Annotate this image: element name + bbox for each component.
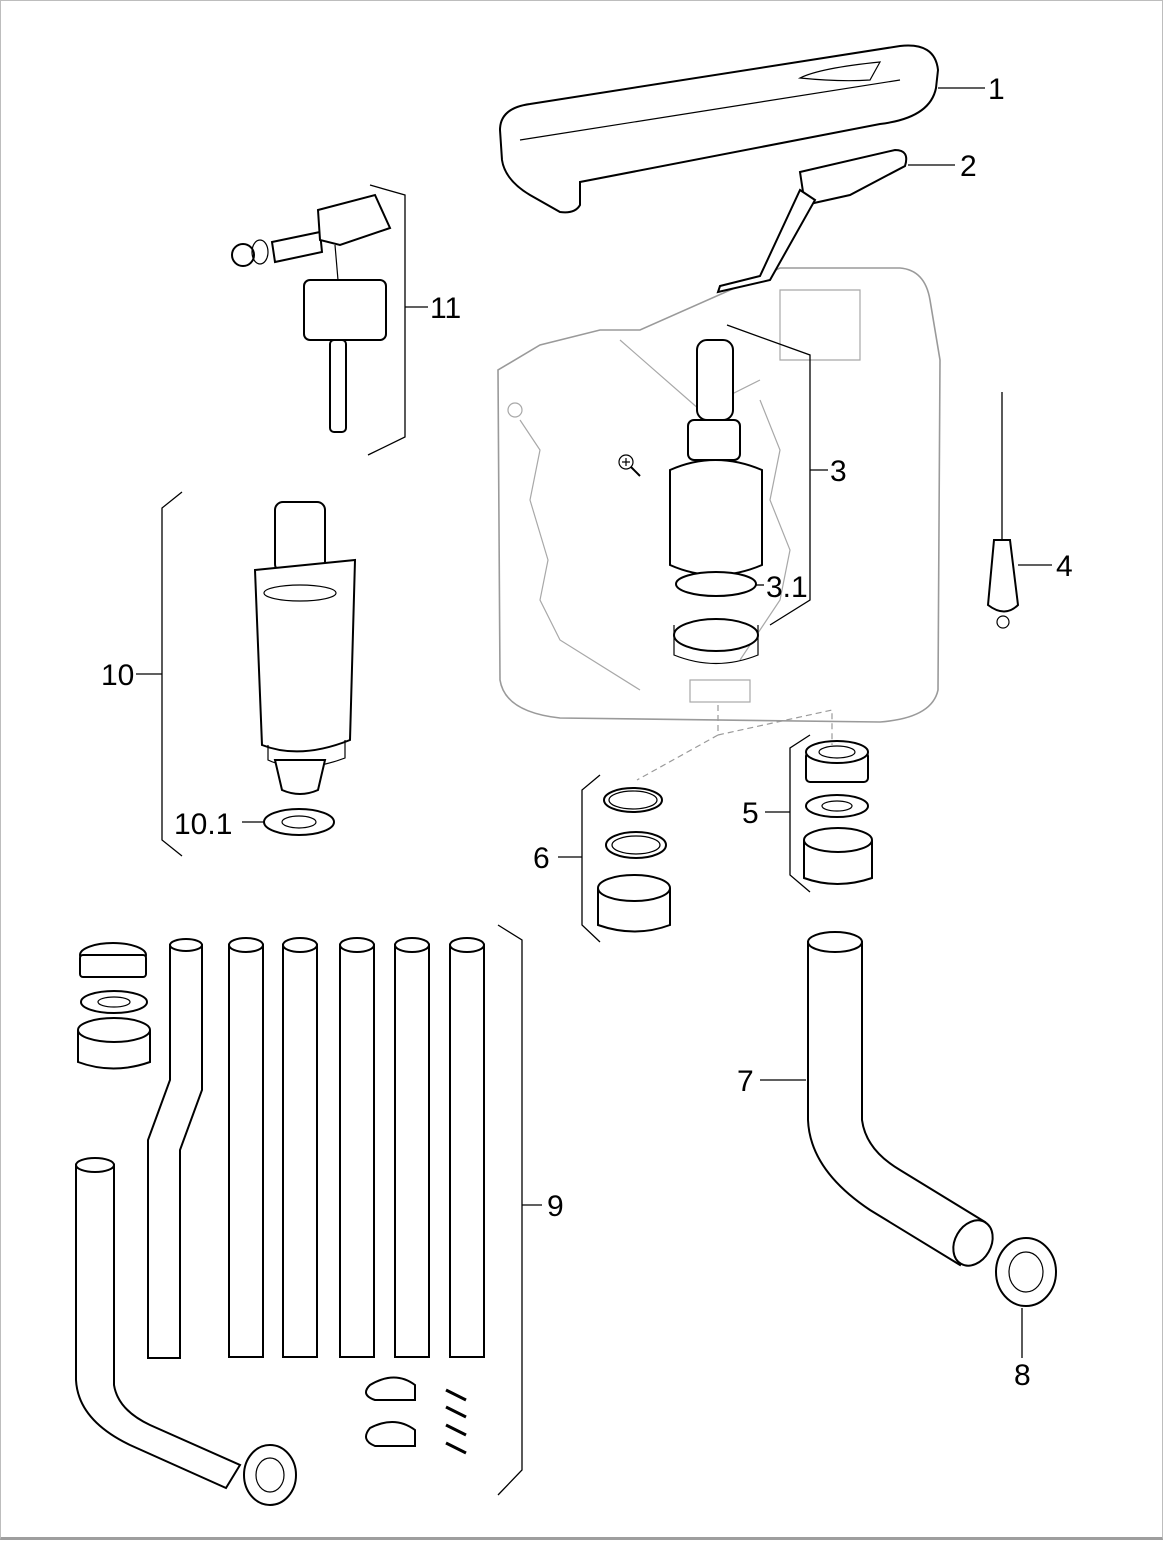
leader-lines: [136, 87, 1052, 1496]
label-9: 9: [547, 1190, 564, 1223]
seal-set-6: [597, 787, 671, 933]
zoom-in-icon[interactable]: [618, 454, 641, 477]
label-1: 1: [988, 73, 1005, 106]
flush-valve: [669, 339, 763, 665]
label-8: 8: [1014, 1359, 1031, 1392]
pipe-kit-9: [75, 937, 485, 1506]
flush-valve-assembly: [253, 501, 357, 795]
label-7: 7: [737, 1065, 754, 1098]
label-6: 6: [533, 842, 550, 875]
fill-valve: [231, 193, 392, 433]
label-2: 2: [960, 150, 977, 183]
label-4: 4: [1056, 550, 1073, 583]
screws: [445, 1388, 467, 1455]
outlet-connection-line: [636, 705, 833, 781]
label-3-1: 3.1: [766, 571, 808, 604]
connector-8: [995, 1237, 1057, 1307]
straight-pipes: [228, 937, 485, 1358]
connector-set-5: [803, 740, 873, 885]
label-10: 10: [101, 659, 134, 692]
flush-lever: [716, 148, 908, 294]
label-5: 5: [742, 797, 759, 830]
label-11: 11: [430, 292, 461, 325]
washer-10-1: [263, 808, 335, 836]
pull-handle: [986, 392, 1020, 629]
cistern-cover: [498, 44, 940, 214]
bend-pipe-7: [807, 931, 994, 1267]
label-3: 3: [830, 455, 847, 488]
label-10-1: 10.1: [174, 808, 232, 841]
